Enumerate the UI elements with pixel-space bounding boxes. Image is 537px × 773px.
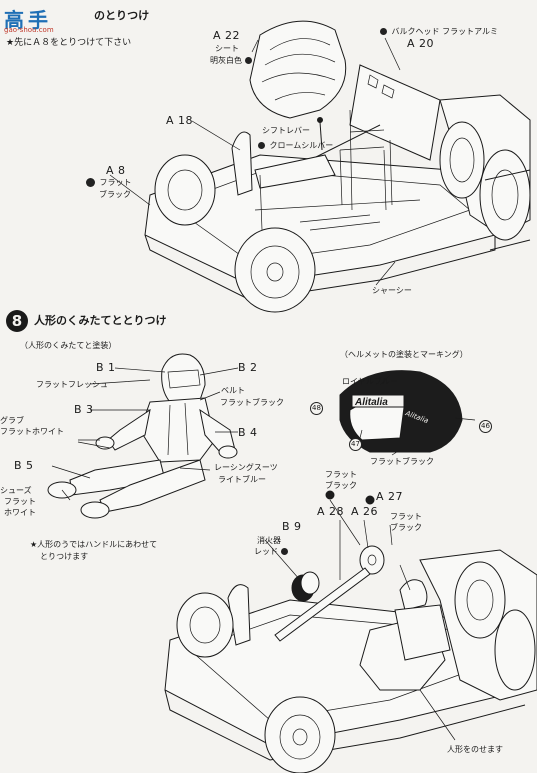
part-a28: A 28 — [317, 505, 345, 518]
chassis-label: シャーシー — [372, 286, 412, 295]
shoes-label-1: シューズ — [0, 486, 32, 495]
decal-48-label: 48 — [310, 395, 323, 415]
part-a27: A 27 — [376, 490, 404, 503]
shoes-label-3: ホワイト — [4, 508, 36, 517]
decal-48-icon: 48 — [310, 402, 323, 415]
part-a18: A 18 — [166, 114, 194, 127]
part-a26: A 26 — [351, 505, 379, 518]
part-b1: B 1 — [96, 361, 116, 374]
paint-dot-icon — [258, 142, 265, 149]
watermark-sub: gao-shou.com — [4, 26, 54, 34]
figure-note-2: とりつけます — [40, 552, 89, 561]
part-a22: A 22 — [213, 29, 241, 42]
seat-label: シート — [215, 44, 239, 53]
decal-46-label: 46 — [479, 413, 492, 433]
royal-blue-label: ロイヤルブルー — [342, 377, 398, 386]
shoes-label-2: フラット — [4, 497, 36, 506]
suit-label-2: ライトブルー — [218, 475, 266, 484]
part-b4: B 4 — [238, 426, 258, 439]
figure-subtitle: （人形のくみたてと塗装） — [20, 341, 117, 350]
decal-46-icon: 46 — [479, 420, 492, 433]
a8-color-label-2: ブラック — [99, 190, 131, 199]
seat-color-label: 明灰白色 — [210, 56, 254, 65]
silencer-text-2: レッド — [254, 547, 278, 556]
watermark-main: 高手 — [4, 8, 52, 32]
helmet-black-label: フラットブラック — [370, 457, 434, 466]
flesh-label: フラットフレッシュ — [36, 380, 108, 389]
step-number: 8 — [11, 312, 23, 330]
assembly-fb-2: ブラック — [325, 481, 357, 490]
a8-color-text-1: フラット — [99, 178, 132, 187]
paint-dot-icon — [280, 548, 288, 555]
paint-dot-icon — [244, 57, 252, 64]
chassis-drawing-top — [109, 20, 531, 313]
silencer-label-1: 消火器 — [257, 536, 281, 545]
part-a8: A 8 — [106, 164, 126, 177]
paint-dot-icon — [380, 28, 387, 35]
helmet-drawing: Alitalia Alitalia — [339, 370, 476, 456]
silencer-label-2: レッド — [254, 547, 290, 556]
top-note: ★先にＡ８をとりつけて下さい — [6, 38, 132, 48]
top-heading: のとりつけ — [94, 9, 150, 22]
driver-figure-drawing — [47, 353, 239, 519]
figure-note-1: ★人形のうではハンドルにあわせて — [30, 540, 158, 549]
chassis-drawing-bottom — [164, 490, 537, 773]
decal-47-icon: 47 — [349, 438, 362, 451]
assembly-fb-1: フラット — [325, 470, 357, 479]
shift-label: シフトレバー — [262, 126, 310, 135]
part-b9: B 9 — [282, 520, 302, 533]
seat-color-text: 明灰白色 — [210, 56, 242, 65]
glove-label-2: フラットホワイト — [0, 427, 64, 436]
decal-47-label: 47 — [349, 431, 362, 451]
suit-label-1: レーシングスーツ — [214, 463, 278, 472]
belt-label-1: ベルト — [221, 386, 245, 395]
bulkhead-label: バルクヘッド フラットアルミ — [380, 27, 498, 36]
chrome-label: クロームシルバー — [258, 141, 333, 150]
part-a20: A 20 — [407, 37, 435, 50]
belt-label-2: フラットブラック — [220, 398, 284, 407]
part-b5: B 5 — [14, 459, 34, 472]
step-8-badge: 8 — [6, 310, 28, 332]
part-b3: B 3 — [74, 403, 94, 416]
bulkhead-text: バルクヘッド フラットアルミ — [391, 27, 499, 36]
glove-label-1: グラブ — [0, 416, 24, 425]
paint-dot-icon — [86, 178, 95, 187]
alitalia-logo-text: Alitalia — [354, 397, 388, 408]
assembly-fb2-1: フラット — [390, 512, 422, 521]
step-8-title: 人形のくみたてととりつけ — [34, 314, 167, 327]
part-b2: B 2 — [238, 361, 258, 374]
seat-figure-label: 人形をのせます — [447, 745, 503, 754]
watermark-logo: 高手 gao-shou.com — [2, 4, 94, 34]
chrome-text: クロームシルバー — [269, 141, 334, 150]
helmet-subtitle: （ヘルメットの塗装とマーキング） — [340, 350, 468, 359]
assembly-fb2-2: ブラック — [390, 523, 422, 532]
a8-color-label: フラット — [86, 178, 132, 187]
